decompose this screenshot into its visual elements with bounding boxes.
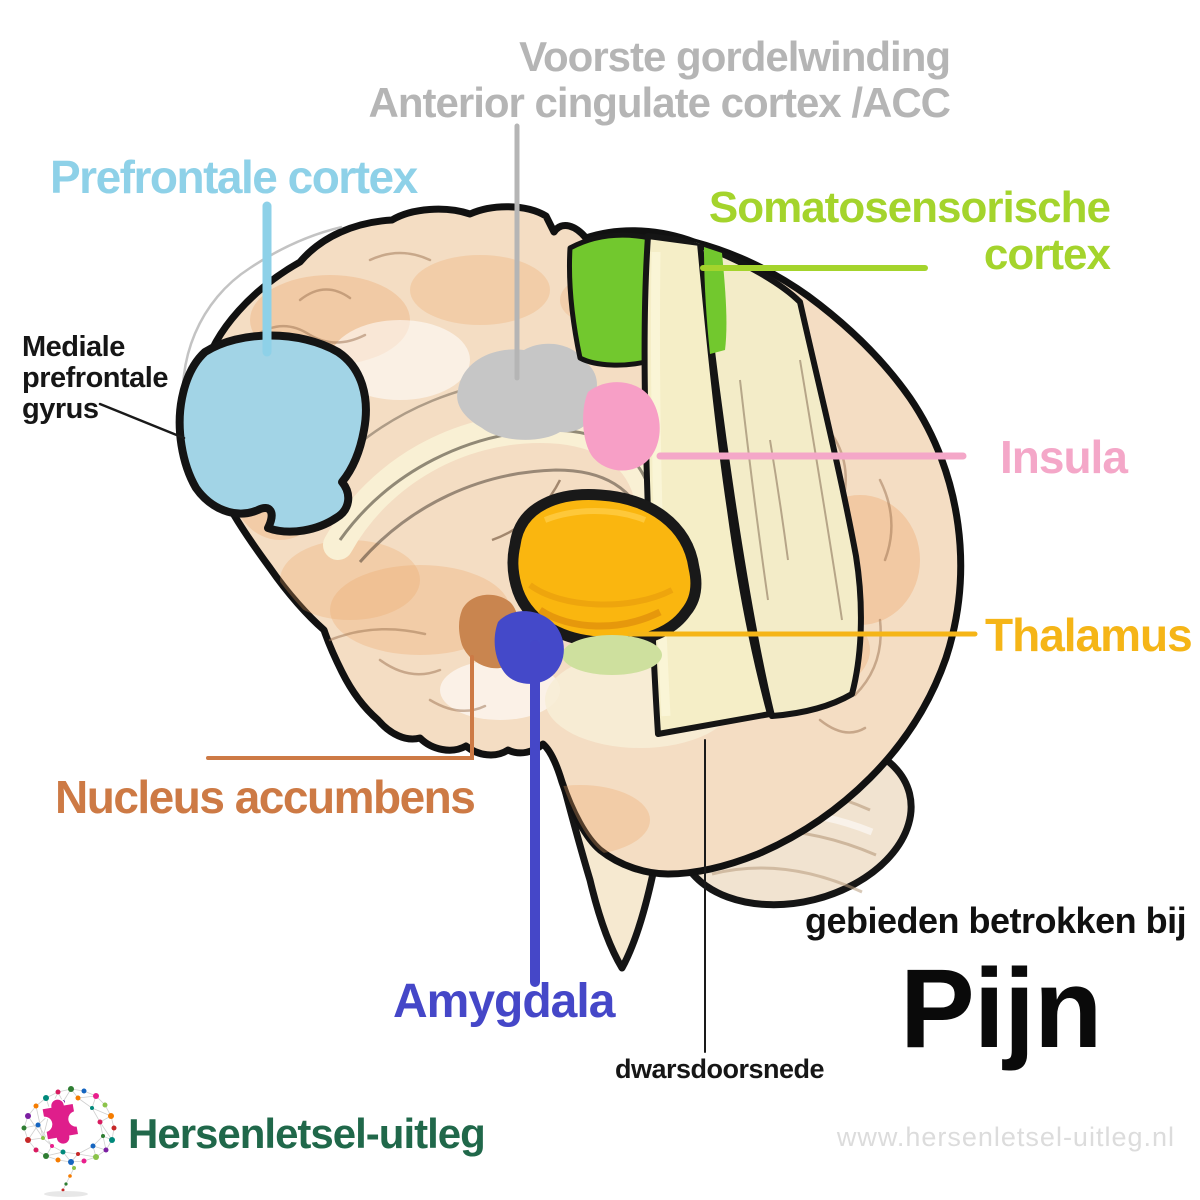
connector-lines <box>98 123 978 1053</box>
label-mediale-line1: Mediale <box>22 331 125 363</box>
label-somatosensorische-cortex: Somatosensorische cortex <box>708 183 1111 279</box>
label-mediale-line2: prefrontale <box>22 362 168 394</box>
sketch-outer-line <box>181 225 343 421</box>
region-somatosensorische-cortex <box>566 232 657 368</box>
label-prefrontale-cortex: Prefrontale cortex <box>50 151 418 203</box>
label-acc-line1: Voorste gordelwinding <box>519 33 951 80</box>
website-url: www.hersenletsel-uitleg.nl <box>836 1122 1175 1152</box>
nucleus-pointer-line <box>206 655 474 760</box>
brand-name: Hersenletsel-uitleg <box>128 1110 486 1157</box>
label-acc-line2: Anterior cingulate cortex /ACC <box>368 79 951 126</box>
label-nucleus-accumbens: Nucleus accumbens <box>55 771 476 823</box>
label-amygdala: Amygdala <box>393 975 615 1028</box>
region-somatosensorische-sliver <box>704 247 727 354</box>
region-amygdala <box>494 611 564 684</box>
logo-shadow <box>44 1191 88 1197</box>
caption-intro: gebieden betrokken bij <box>805 900 1187 941</box>
label-anterior-cingulate-cortex: Voorste gordelwinding Anterior cingulate… <box>368 33 951 126</box>
label-insula: Insula <box>1000 431 1128 483</box>
logo-puzzle-piece-icon <box>40 1098 80 1146</box>
region-insula <box>583 382 660 471</box>
label-mediale-line3: gyrus <box>22 393 99 425</box>
label-soma-line2: cortex <box>983 230 1111 279</box>
region-prefrontale-cortex <box>175 331 370 536</box>
caption-topic-pijn: Pijn <box>900 946 1102 1071</box>
label-soma-line1: Somatosensorische <box>708 183 1111 232</box>
mediale-pointer-line <box>98 402 186 440</box>
logo-dots <box>21 1086 117 1192</box>
label-mediale-prefrontale-gyrus: Mediale prefrontale gyrus <box>22 332 168 425</box>
cortex-texture <box>228 232 920 855</box>
hersenletsel-logo <box>21 1086 117 1197</box>
region-thalamus <box>507 489 702 649</box>
region-anterior-cingulate-cortex <box>457 343 597 440</box>
cross-section-wedge <box>697 242 864 719</box>
subthalamic-green-structure <box>562 635 662 675</box>
label-thalamus: Thalamus <box>985 609 1193 661</box>
label-dwarsdoorsnede: dwarsdoorsnede <box>615 1054 825 1084</box>
